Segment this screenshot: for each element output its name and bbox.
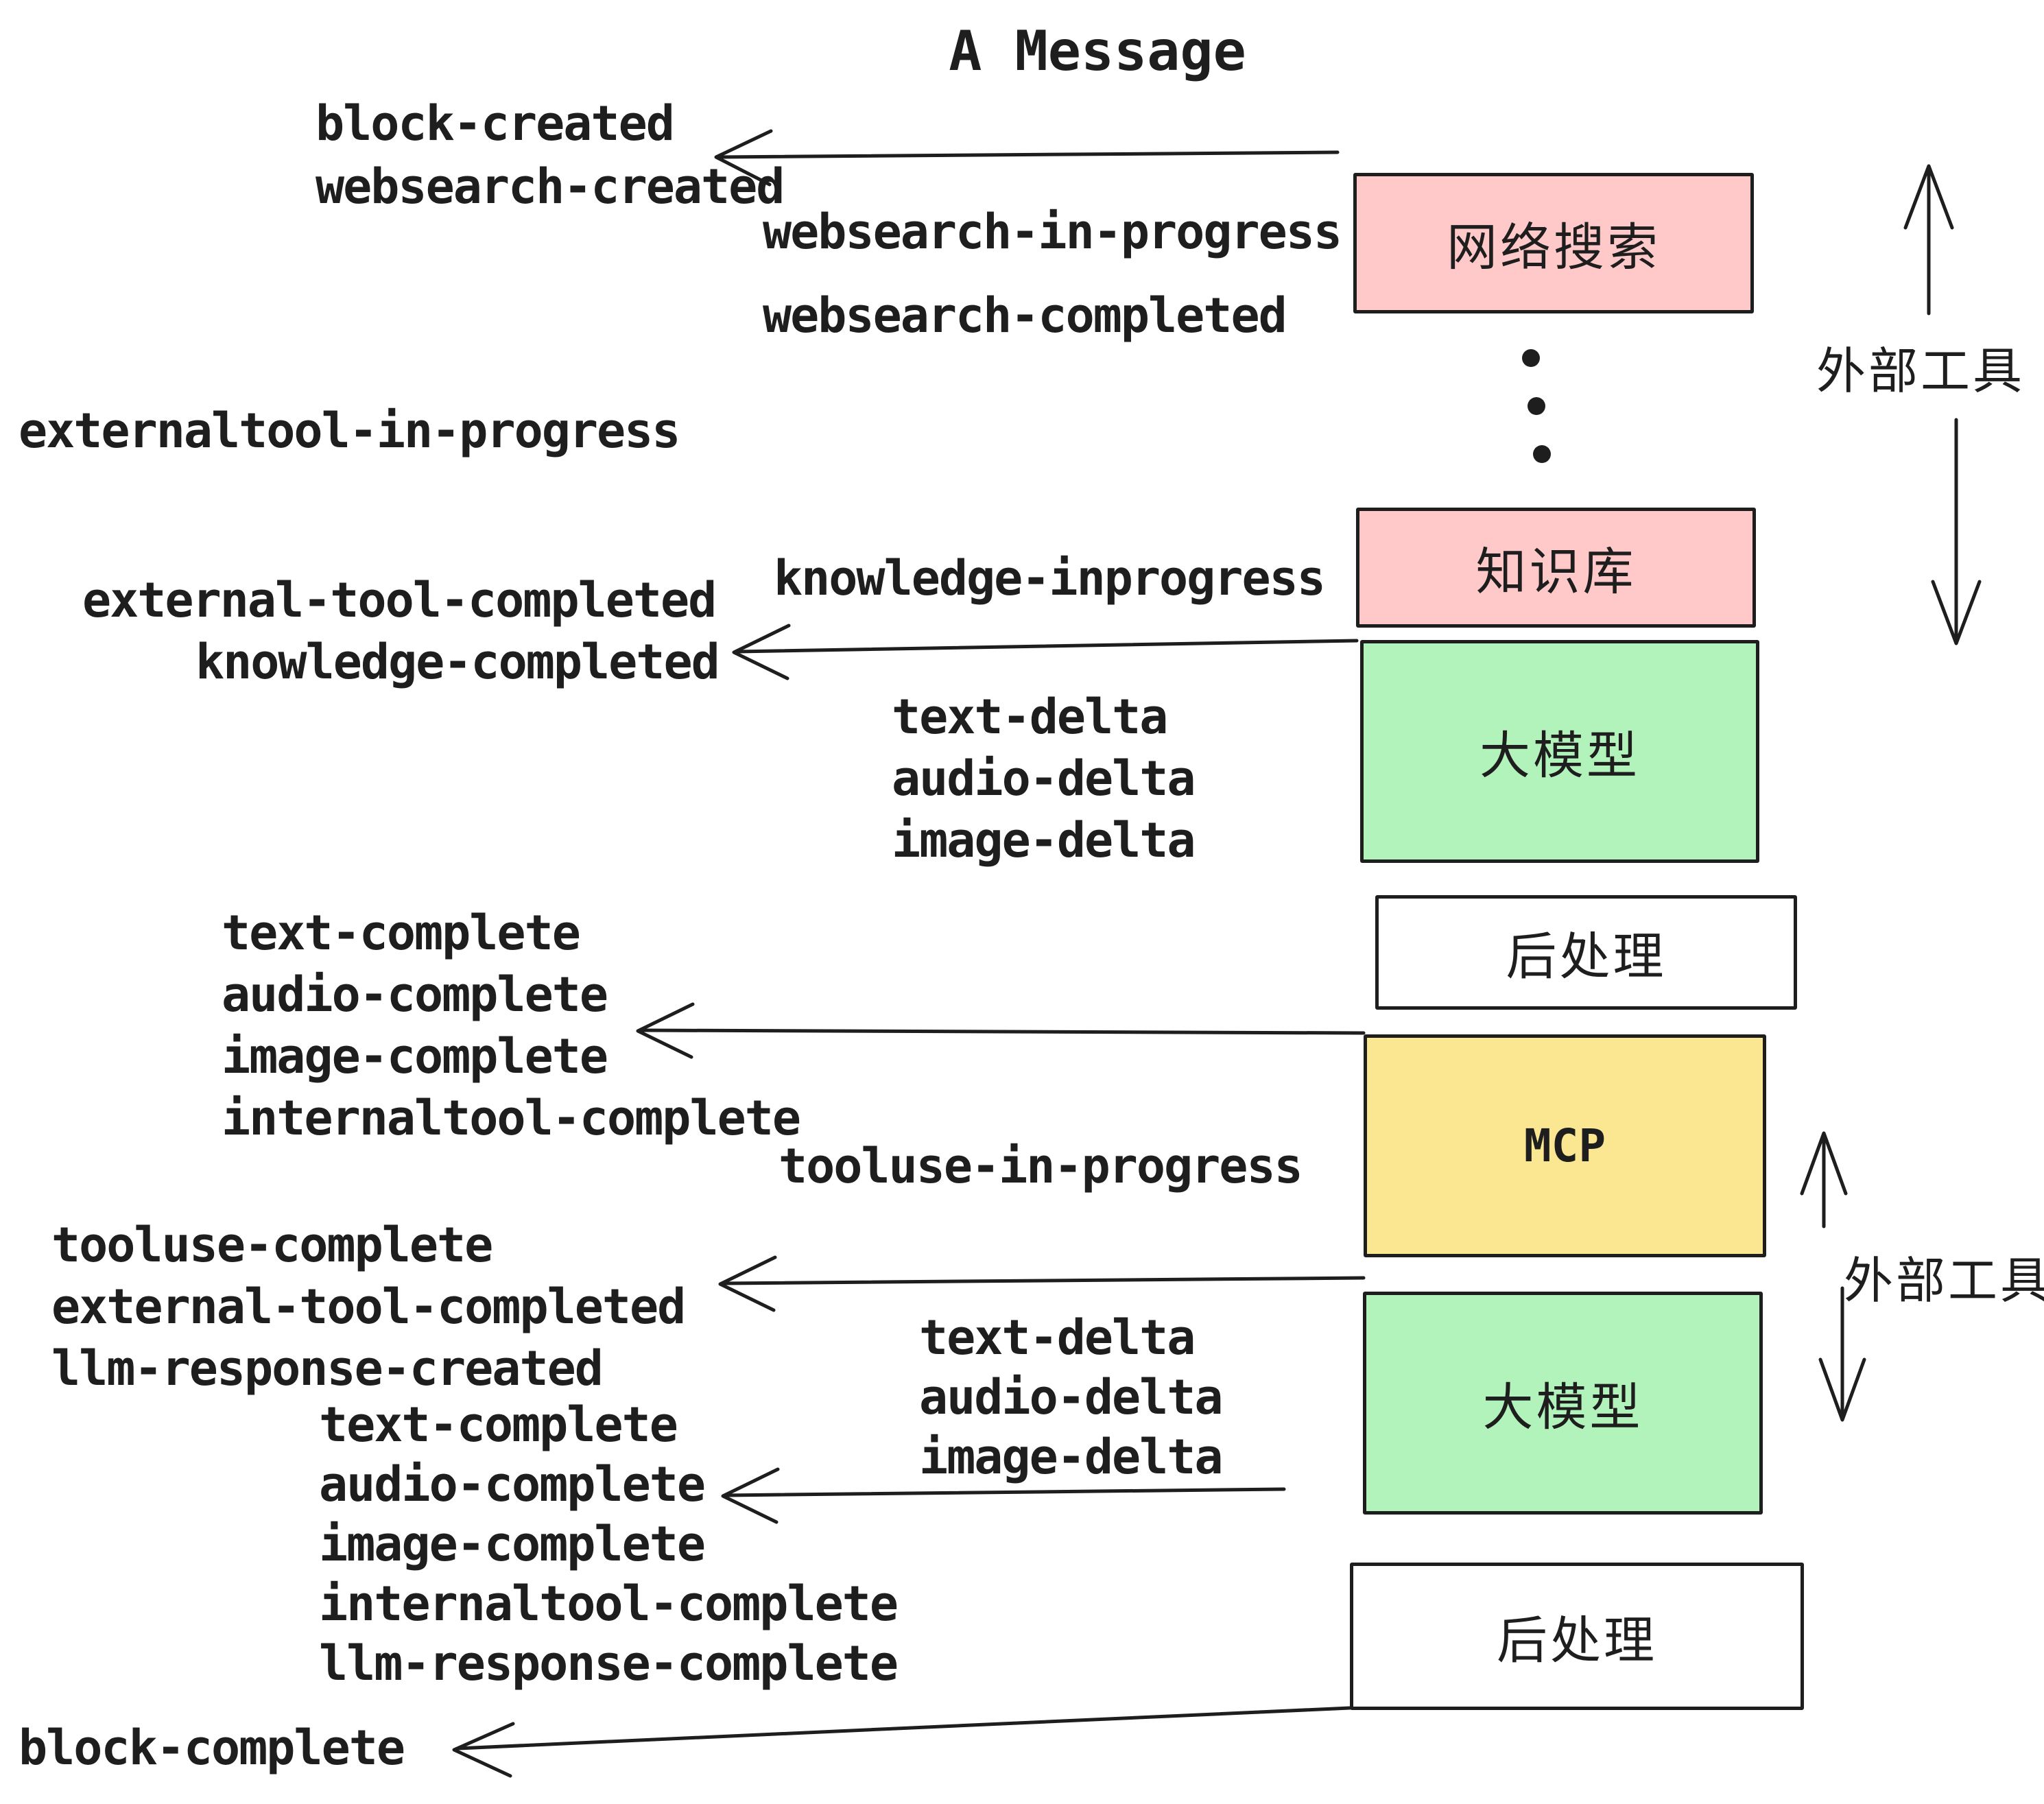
box-websearch-label: 网络搜索 bbox=[1447, 219, 1661, 276]
event-text-delta-1: text-delta bbox=[892, 689, 1168, 745]
box-llm-1: 大模型 bbox=[1360, 640, 1759, 863]
box-llm-2-label: 大模型 bbox=[1482, 1379, 1643, 1436]
event-internaltool-complete-2: internaltool-complete bbox=[319, 1576, 899, 1632]
box-mcp: MCP bbox=[1364, 1034, 1766, 1257]
event-llm-response-complete: llm-response-complete bbox=[319, 1635, 899, 1692]
arrow-to-block-created bbox=[714, 129, 1340, 187]
external-tools-mcp-up-arrow bbox=[1800, 1131, 1848, 1229]
event-externaltool-in-progress: externaltool-in-progress bbox=[19, 403, 680, 459]
annotation-external-tools-top: 外部工具 bbox=[1816, 344, 2025, 399]
annotation-external-tools-mcp: 外部工具 bbox=[1844, 1254, 2044, 1309]
event-audio-delta-2: audio-delta bbox=[919, 1369, 1224, 1425]
event-external-tool-completed-1: external-tool-completed bbox=[82, 572, 717, 628]
box-postprocess-1: 后处理 bbox=[1375, 895, 1797, 1010]
event-websearch-created: websearch-created bbox=[316, 158, 785, 215]
box-llm-2: 大模型 bbox=[1363, 1292, 1763, 1515]
event-audio-delta-1: audio-delta bbox=[892, 750, 1196, 807]
arrow-to-knowledge-completed bbox=[732, 624, 1359, 680]
arrow-to-block-complete bbox=[452, 1706, 1352, 1778]
event-image-complete-2: image-complete bbox=[319, 1516, 706, 1572]
event-knowledge-inprogress: knowledge-inprogress bbox=[774, 550, 1326, 606]
box-websearch: 网络搜索 bbox=[1353, 173, 1754, 313]
event-image-complete-1: image-complete bbox=[222, 1028, 608, 1084]
event-websearch-in-progress: websearch-in-progress bbox=[763, 204, 1342, 260]
event-audio-complete-2: audio-complete bbox=[319, 1456, 706, 1512]
event-tooluse-complete: tooluse-complete bbox=[51, 1217, 493, 1273]
ellipsis-dots bbox=[1522, 349, 1551, 463]
box-postprocess-1-label: 后处理 bbox=[1506, 928, 1667, 985]
arrow-to-external-tool-completed bbox=[718, 1255, 1366, 1312]
event-text-complete-1: text-complete bbox=[222, 905, 581, 961]
event-block-complete: block-complete bbox=[19, 1720, 405, 1776]
external-tools-mcp-down-arrow bbox=[1818, 1286, 1866, 1422]
box-postprocess-2-label: 后处理 bbox=[1497, 1612, 1657, 1669]
event-audio-complete-1: audio-complete bbox=[222, 966, 608, 1023]
event-image-delta-1: image-delta bbox=[892, 812, 1196, 868]
event-image-delta-2: image-delta bbox=[919, 1429, 1224, 1485]
box-llm-1-label: 大模型 bbox=[1479, 727, 1640, 784]
event-websearch-completed: websearch-completed bbox=[763, 287, 1287, 344]
event-llm-response-created: llm-response-created bbox=[51, 1340, 604, 1397]
diagram-title: A Message bbox=[949, 19, 1246, 83]
arrow-to-audio-complete bbox=[721, 1467, 1286, 1524]
event-external-tool-completed-2: external-tool-completed bbox=[51, 1279, 686, 1335]
arrow-to-image-complete bbox=[636, 1002, 1366, 1059]
event-tooluse-in-progress: tooluse-in-progress bbox=[779, 1138, 1303, 1194]
external-tools-top-up-arrow bbox=[1903, 164, 1954, 316]
event-block-created: block-created bbox=[316, 95, 675, 152]
event-knowledge-completed: knowledge-completed bbox=[195, 634, 720, 690]
box-mcp-label: MCP bbox=[1523, 1119, 1606, 1172]
event-internaltool-complete-1: internaltool-complete bbox=[222, 1090, 801, 1146]
event-text-delta-2: text-delta bbox=[919, 1309, 1196, 1366]
box-knowledge-label: 知识库 bbox=[1475, 543, 1637, 600]
box-knowledge: 知识库 bbox=[1356, 508, 1756, 628]
external-tools-top-down-arrow bbox=[1931, 418, 1982, 645]
event-text-complete-2: text-complete bbox=[319, 1397, 678, 1453]
box-postprocess-2: 后处理 bbox=[1350, 1563, 1804, 1710]
